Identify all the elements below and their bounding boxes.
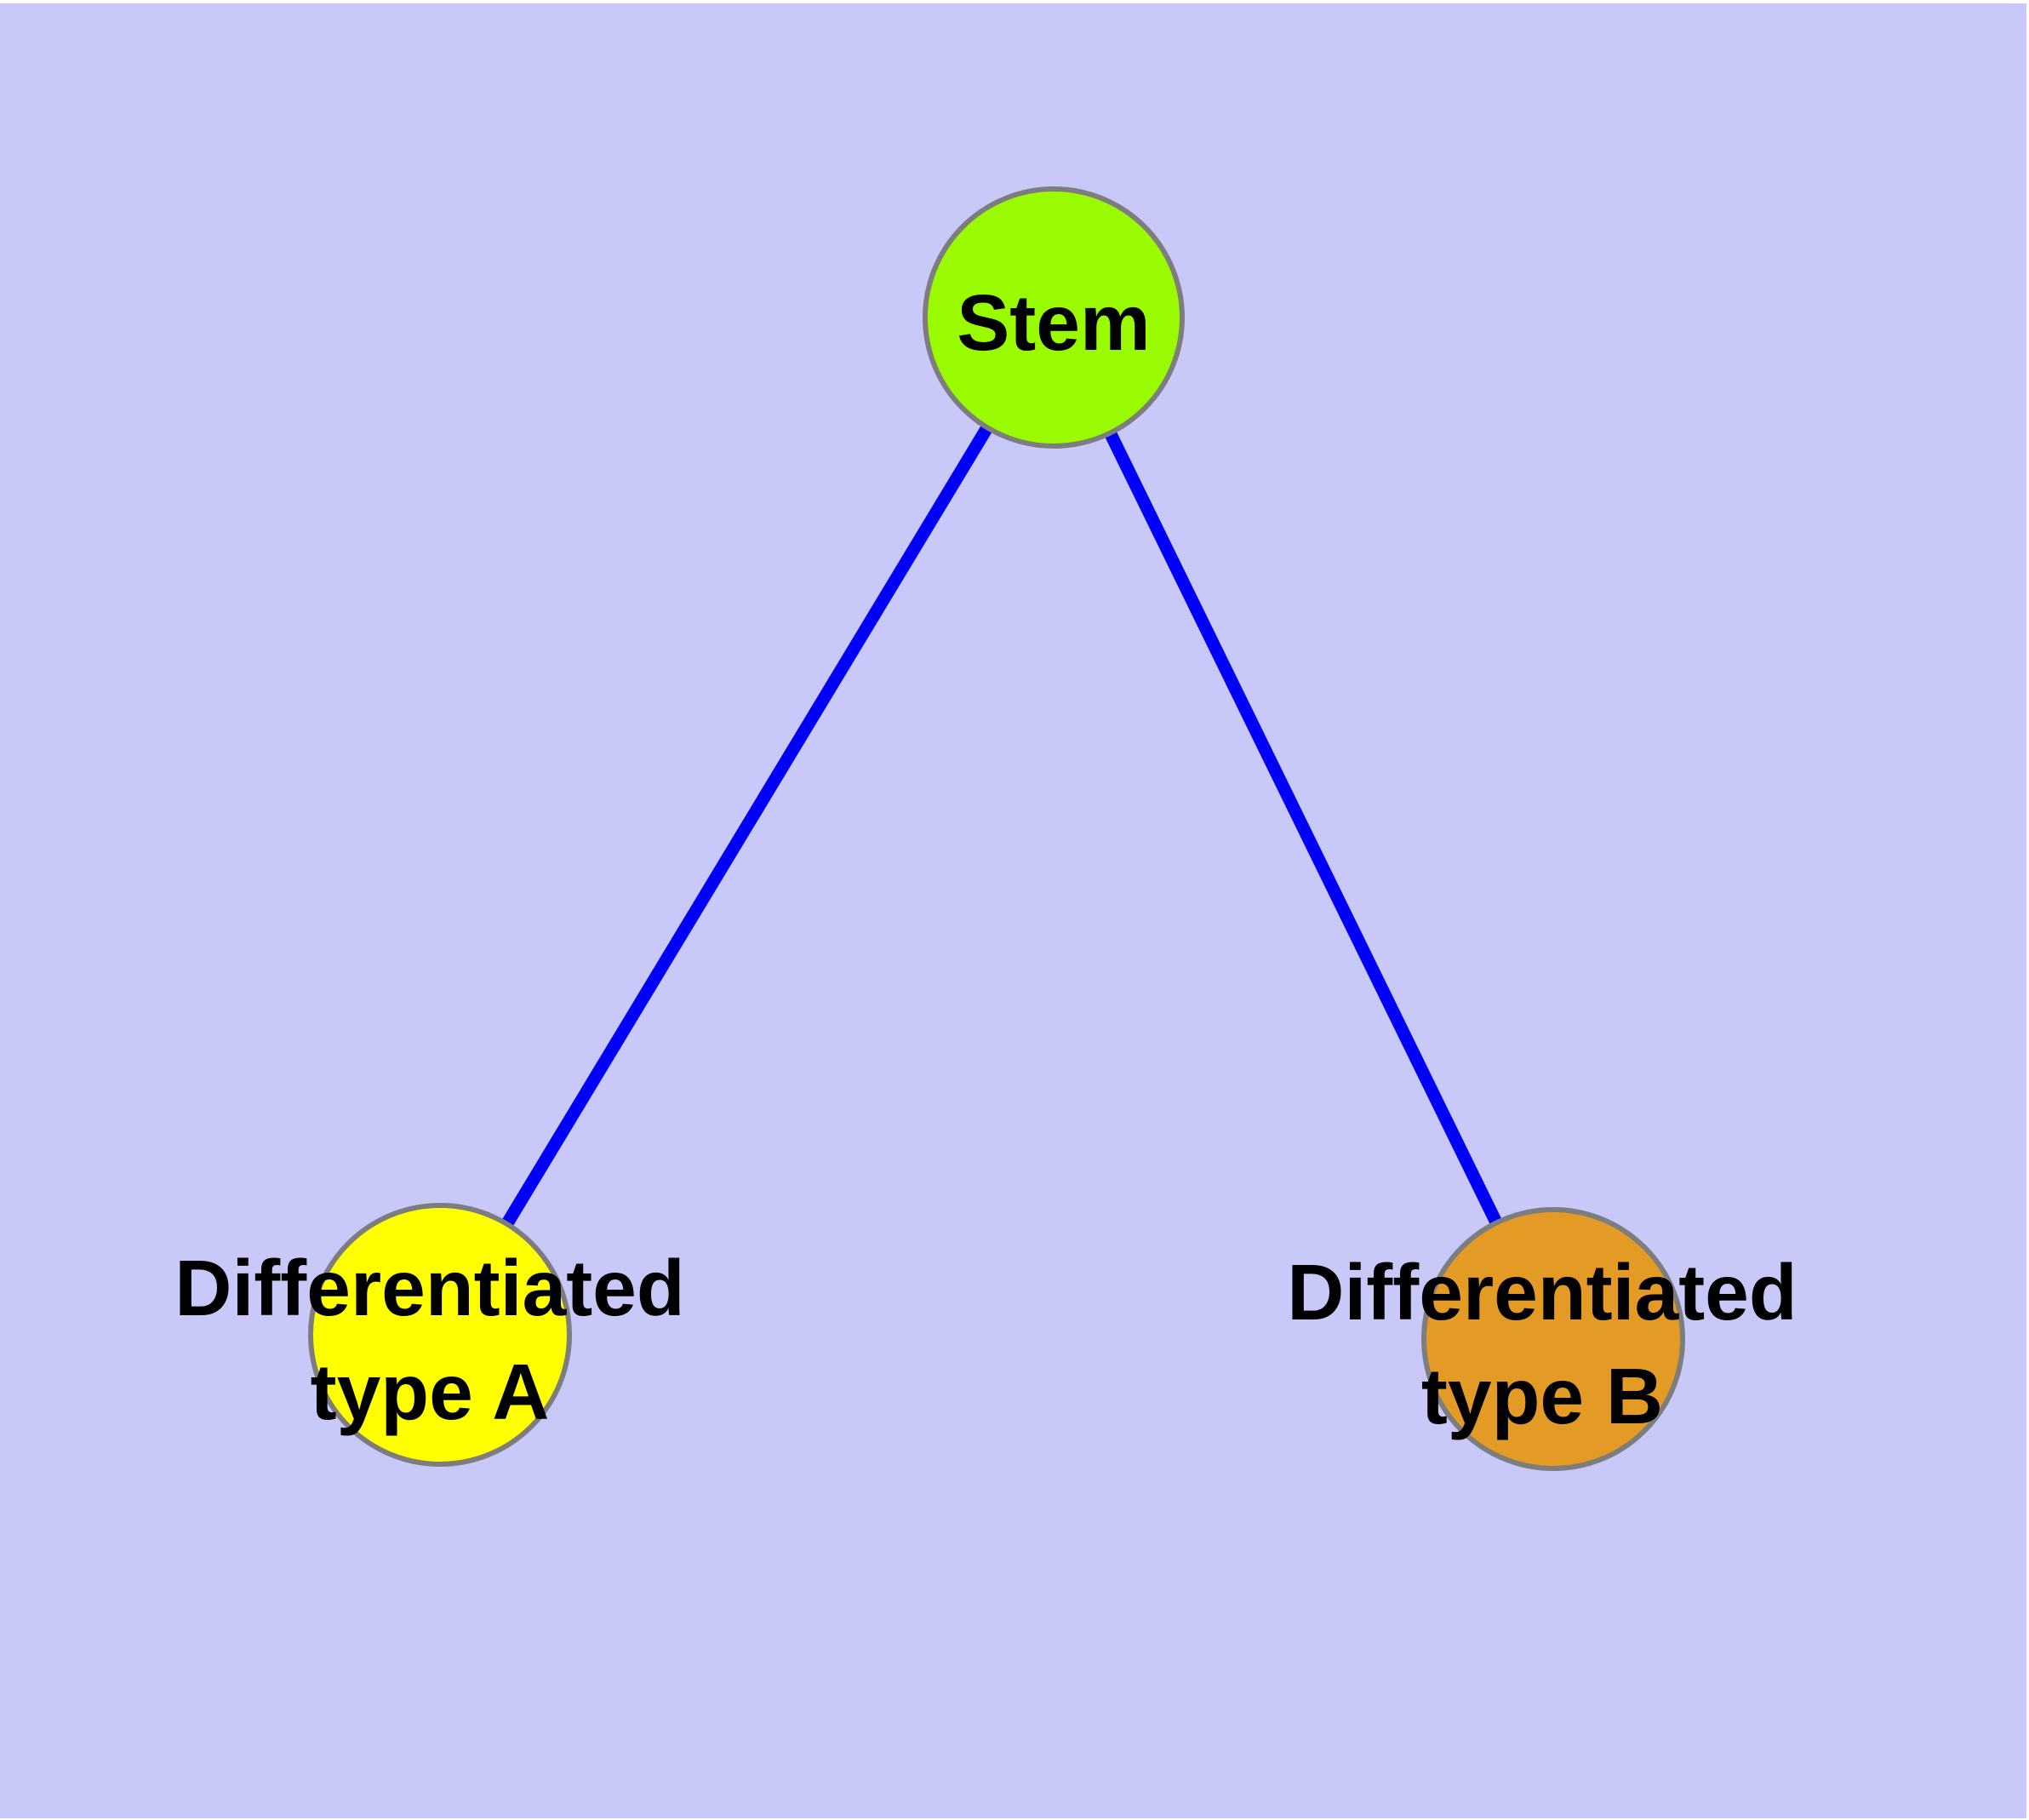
edge-stem-to-type-a	[434, 314, 1060, 1338]
node-stem-circle	[923, 186, 1185, 449]
node-type-b-circle	[1421, 1207, 1685, 1471]
node-type-a-label-line2: type A	[311, 1348, 550, 1436]
node-type-a-label-line1: Differentiated	[174, 1244, 684, 1332]
node-stem-label-line1: Stem	[957, 278, 1150, 367]
node-type-b-label-line1: Differentiated	[1287, 1248, 1797, 1336]
node-type-a-circle	[308, 1203, 572, 1467]
edge-stem-to-type-b	[1048, 314, 1559, 1342]
node-type-b-label-line2: type B	[1421, 1352, 1663, 1440]
